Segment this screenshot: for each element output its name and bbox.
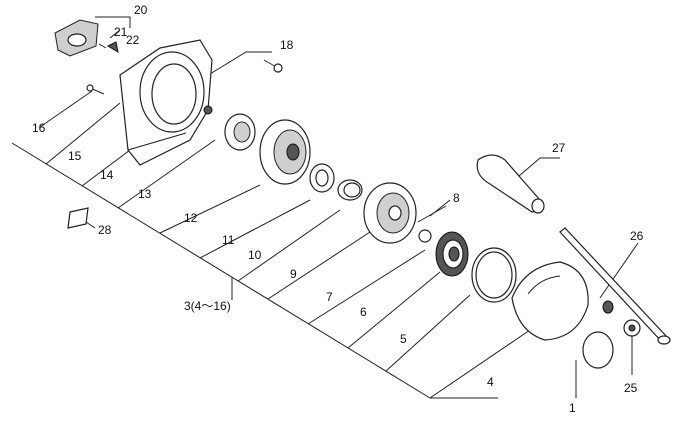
callout-5: 5 bbox=[400, 332, 407, 346]
callout-1: 1 bbox=[569, 401, 576, 415]
part-rotor-13 bbox=[224, 113, 256, 151]
callout-27: 27 bbox=[552, 141, 566, 155]
part-handle-27 bbox=[476, 154, 545, 214]
part-starter-case-4 bbox=[511, 261, 589, 341]
callout-21: 21 bbox=[114, 25, 128, 39]
callout-25: 25 bbox=[624, 381, 638, 395]
callout-6: 6 bbox=[360, 305, 367, 319]
part-rope-26 bbox=[559, 227, 671, 345]
callout-11: 11 bbox=[222, 233, 235, 247]
callout-14: 14 bbox=[100, 168, 114, 182]
part-label-28 bbox=[67, 207, 89, 229]
part-plate-1 bbox=[582, 331, 614, 369]
assembly-leader-lines bbox=[11, 16, 639, 399]
part-bolt-16 bbox=[86, 84, 105, 95]
part-nut-25 bbox=[602, 300, 641, 337]
callout-18: 18 bbox=[280, 38, 294, 52]
callout-labels: 20 21 22 18 16 15 14 13 12 11 10 9 8 7 6… bbox=[32, 3, 644, 415]
part-washer-11 bbox=[309, 163, 335, 193]
callout-16: 16 bbox=[32, 121, 46, 135]
part-cover-20 bbox=[54, 19, 99, 57]
callout-10: 10 bbox=[248, 248, 262, 262]
part-pulley-12 bbox=[259, 119, 311, 185]
callout-28: 28 bbox=[98, 223, 112, 237]
part-screw-21 bbox=[98, 43, 107, 49]
callout-22: 22 bbox=[126, 33, 140, 47]
callout-9: 9 bbox=[290, 267, 297, 281]
part-spring-10 bbox=[337, 179, 363, 201]
callout-3: 3(4～16) bbox=[184, 299, 231, 313]
part-reel-9 bbox=[363, 182, 417, 244]
part-spring-8 bbox=[417, 205, 447, 223]
part-bolt-18 bbox=[263, 59, 283, 73]
callout-4: 4 bbox=[487, 375, 494, 389]
callout-15: 15 bbox=[68, 149, 82, 163]
callout-26: 26 bbox=[630, 229, 644, 243]
callout-12: 12 bbox=[184, 211, 198, 225]
part-recoil-spring-6 bbox=[435, 231, 469, 277]
callout-13: 13 bbox=[138, 187, 152, 201]
callout-7: 7 bbox=[326, 290, 333, 304]
part-fan-housing-14 bbox=[119, 39, 213, 166]
part-clip-22 bbox=[106, 41, 119, 54]
callout-8: 8 bbox=[453, 191, 460, 205]
callout-20: 20 bbox=[134, 3, 148, 17]
part-gasket-5 bbox=[471, 247, 517, 303]
part-washer-7 bbox=[418, 229, 432, 243]
